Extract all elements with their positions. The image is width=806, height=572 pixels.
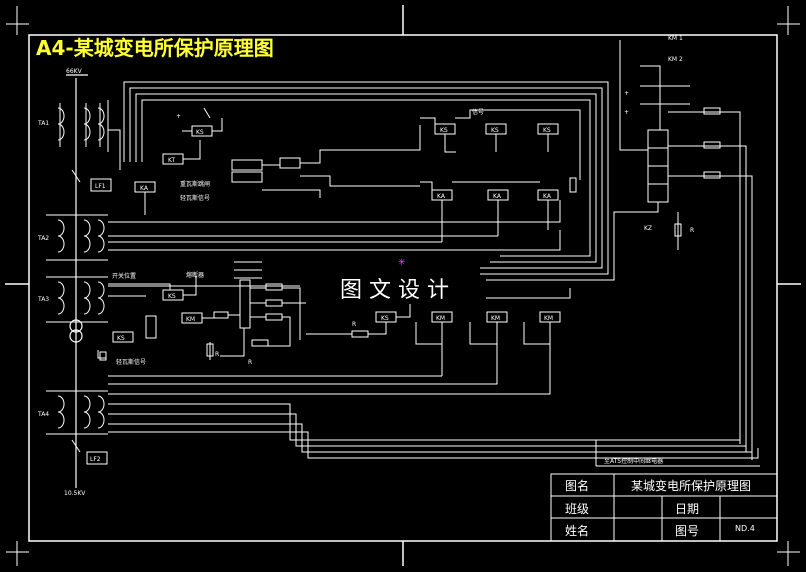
relay-ks-top (182, 107, 223, 137)
plus-1: + (176, 113, 181, 120)
relay-ks-mid: KS (168, 293, 176, 300)
r-label-right2: R (352, 321, 356, 328)
title-block-label-number: 图号 (675, 524, 700, 538)
relay-row1-b: KS (491, 127, 499, 134)
relay-ks-right: KS (381, 315, 389, 322)
ct-ta4 (46, 390, 108, 435)
bus-top-label: 66KV (66, 68, 83, 75)
r-label-mid: R (215, 351, 219, 358)
wire-ta2-run (108, 200, 561, 251)
bus-bottom-label: 10.5KV (64, 490, 86, 497)
relay-km-right-c: KM (544, 315, 553, 322)
relay-ks-top-label: KS (196, 129, 204, 136)
corner-marks (6, 6, 800, 566)
relay-kt (162, 140, 201, 165)
title-block-label-name: 图名 (565, 479, 590, 493)
heavy-gas-label: 重瓦斯跳闸 (180, 180, 210, 188)
wire-lower-run (108, 285, 760, 467)
signal-relays-row2 (420, 177, 577, 242)
open-position-label: 开关位置 (112, 272, 136, 280)
r-label-right: R (690, 227, 694, 234)
title-block-label-class: 班级 (565, 502, 590, 516)
title-block-frame (550, 473, 778, 542)
main-bus (66, 74, 88, 488)
relay-ks-mid2: KS (117, 335, 125, 342)
light-gas-label: 轻瓦斯信号 (180, 194, 210, 202)
relay-ka-1-label: KA (140, 185, 149, 192)
ct-ta3 (46, 276, 108, 323)
fuse-label: 熔断器 (186, 271, 204, 279)
title-block-label-date: 日期 (675, 502, 700, 516)
center-cursor-mark: ✳ (398, 258, 406, 268)
ct-ta1 (57, 103, 109, 152)
relay-row1-a: KS (440, 127, 448, 134)
relay-kt-label: KT (168, 157, 175, 164)
label-ta3: TA3 (37, 296, 49, 303)
label-ta1: TA1 (37, 120, 49, 127)
relay-km-right-a: KM (436, 315, 445, 322)
light-gas-label-2: 轻瓦斯信号 (116, 358, 146, 366)
relay-row2-a: KA (437, 193, 446, 200)
middle-control (97, 261, 306, 361)
watermark-text: 图 文 设 计 (340, 278, 449, 303)
title-block-label-person: 姓名 (565, 524, 590, 538)
relay-km-mid: KM (186, 316, 195, 323)
relay-row2-b: KA (493, 193, 502, 200)
drawing-title: A4-某城变电所保护原理图 (36, 36, 274, 60)
middle-right-relays (306, 288, 571, 376)
title-block-value-number: ND.4 (735, 524, 755, 533)
plus-right-2: + (624, 109, 629, 116)
center-marks (5, 5, 801, 566)
label-ta4: TA4 (37, 411, 49, 418)
bottom-note: 至ATS控制中间继电器 (604, 457, 663, 465)
wire-bundle-top (107, 81, 609, 275)
label-lf1: LF1 (95, 183, 106, 190)
signal-relays-row1 (420, 109, 581, 180)
signal-label: 信号 (472, 108, 484, 116)
km1-label: KM 1 (668, 35, 683, 42)
breaker-lf2 (71, 439, 108, 465)
right-relay-stack (486, 40, 753, 460)
relay-row1-c: KS (543, 127, 551, 134)
relay-km-right-b: KM (491, 315, 500, 322)
label-ta2: TA2 (37, 235, 49, 242)
title-block: 图名 某城变电所保护原理图 班级 日期 姓名 图号 ND.4 (551, 474, 777, 541)
breaker-lf1 (71, 169, 112, 192)
km2-label: KM 2 (668, 56, 683, 63)
gas-relay-block (231, 125, 421, 198)
transformer-symbol (69, 319, 83, 343)
ct-ta2 (46, 214, 108, 261)
plus-right-1: + (624, 90, 629, 97)
title-block-value-name: 某城变电所保护原理图 (631, 479, 752, 493)
relay-ka-1 (134, 181, 156, 215)
label-lf2: LF2 (90, 456, 101, 463)
kz-label: KZ (644, 225, 652, 232)
r-label-mid2: R (248, 359, 252, 366)
relay-row2-c: KA (543, 193, 552, 200)
